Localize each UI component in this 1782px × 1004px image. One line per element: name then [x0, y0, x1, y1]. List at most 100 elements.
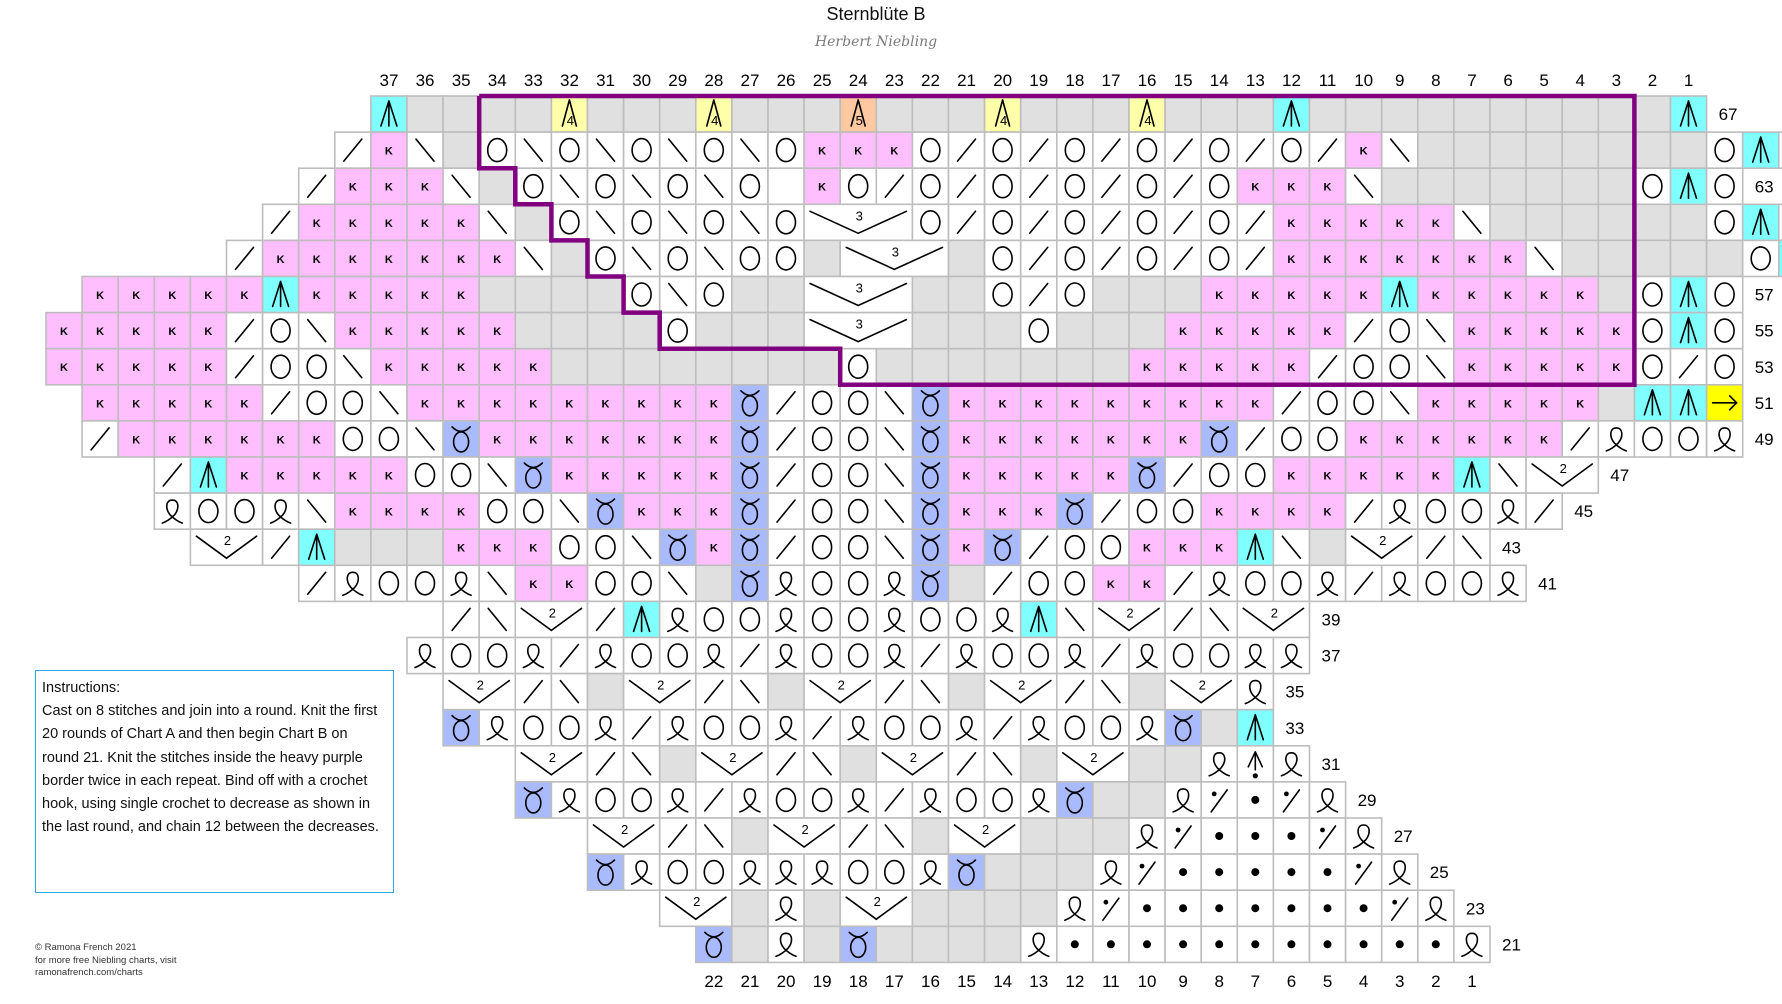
twisted-loop-icon	[775, 607, 797, 633]
knit-k-icon: K	[168, 362, 176, 374]
k2tog-cell	[983, 564, 1022, 603]
ssk-cell	[911, 672, 950, 711]
dot-decrease-icon	[1390, 897, 1409, 922]
knit-k-icon: K	[385, 218, 393, 230]
k2tog-icon	[920, 643, 941, 668]
knit-k-cell: K	[1308, 203, 1347, 242]
twisted-loop-cell	[767, 600, 805, 639]
k-mark: K	[674, 507, 682, 519]
ssk-cell	[875, 528, 914, 567]
knit-k-cell: K	[1200, 528, 1239, 567]
top-column-number: 12	[1282, 71, 1301, 90]
yarn-over-cell	[1056, 528, 1094, 567]
round-number: 43	[1502, 538, 1521, 557]
k-mark: K	[385, 290, 393, 302]
k2tog-icon	[1173, 174, 1193, 198]
dot-stitch-icon	[1431, 940, 1440, 949]
dot-stitch-icon	[1323, 940, 1332, 949]
k-mark: K	[999, 471, 1007, 483]
knit-k-icon: K	[565, 398, 573, 410]
knit-k-cell: K	[333, 492, 372, 531]
k-mark: K	[457, 543, 465, 555]
top-column-number: 25	[813, 71, 832, 90]
k-mark: K	[1540, 362, 1548, 374]
yarn-over-icon	[703, 859, 725, 885]
k2tog-icon	[1028, 174, 1049, 198]
knit-k-icon: K	[1612, 326, 1620, 338]
yarn-over-cell	[1669, 420, 1708, 458]
round-number: 39	[1322, 610, 1341, 629]
k-mark: K	[1432, 254, 1440, 266]
increase-2-cell: 2	[514, 600, 589, 639]
no-stitch-cell	[1417, 131, 1455, 170]
yarn-over-icon	[956, 607, 977, 632]
knit-k-cell: K	[370, 456, 408, 494]
knit-k-cell: K	[1092, 420, 1130, 458]
knit-k-cell: K	[81, 275, 119, 314]
twisted-loop-icon	[269, 499, 292, 524]
knit-k-icon: K	[638, 471, 646, 483]
ssk-cell	[875, 383, 914, 422]
yarn-over-icon	[703, 607, 725, 632]
yarn-over-cell	[694, 131, 733, 170]
twisted-loop-icon	[1425, 896, 1447, 922]
twisted-yarn-over-icon	[1065, 787, 1085, 814]
k-mark: K	[1287, 182, 1295, 194]
no-stitch-cell	[983, 853, 1022, 891]
k-mark: K	[421, 326, 429, 338]
k-mark: K	[710, 471, 718, 483]
central-double-decrease-icon	[1679, 316, 1698, 344]
no-stitch-cell	[586, 275, 625, 314]
top-column-number: 5	[1539, 71, 1548, 90]
k-mark: K	[1251, 290, 1259, 302]
top-column-number: 26	[777, 71, 796, 90]
chart-row-37: 37	[406, 636, 1340, 675]
k2tog-icon	[992, 715, 1013, 740]
knit-k-cell: K	[297, 420, 336, 458]
no-stitch-cell	[1056, 95, 1094, 133]
ssk-cell	[333, 347, 372, 386]
yarn-over-cell	[370, 420, 408, 458]
knit-k-cell: K	[1308, 311, 1347, 350]
website-link[interactable]: ramonafrench.com/charts	[35, 967, 143, 978]
ssk-icon	[703, 174, 724, 198]
twisted-loop-cell	[767, 925, 805, 964]
knit-k-icon: K	[96, 326, 104, 338]
k-mark: K	[1360, 434, 1368, 446]
increase-2-icon: 2	[809, 678, 872, 704]
yarn-over-cell	[1200, 131, 1239, 170]
twisted-yarn-over-icon	[595, 498, 616, 525]
k-mark: K	[565, 434, 573, 446]
k-mark: K	[1360, 218, 1368, 230]
central-double-decrease-icon	[1679, 388, 1698, 416]
k-mark: K	[1287, 507, 1295, 519]
yarn-over-icon	[1714, 137, 1735, 163]
ssk-icon	[703, 246, 724, 271]
yarn-over-icon	[847, 173, 869, 199]
svg-text:2: 2	[1560, 461, 1567, 476]
knit-k-icon: K	[1035, 507, 1043, 519]
no-stitch-cell	[1128, 275, 1166, 314]
top-column-number: 15	[1174, 71, 1193, 90]
knit-k-icon: K	[1179, 543, 1187, 555]
k2tog-icon	[992, 571, 1013, 596]
no-stitch-cell	[1597, 275, 1636, 314]
twisted-loop-cell	[1128, 708, 1166, 747]
knit-k-cell: K	[406, 203, 444, 242]
ssk-icon	[523, 138, 544, 162]
yarn-over-icon	[811, 570, 833, 596]
yarn-over-icon	[306, 354, 328, 380]
k-mark: K	[241, 290, 249, 302]
knit-k-cell: K	[189, 347, 228, 386]
yarn-over-cell	[586, 564, 625, 603]
ssk-icon	[487, 210, 508, 235]
yarn-over-icon	[920, 137, 941, 163]
no-stitch-cell	[1200, 95, 1239, 133]
k2tog-cell	[1236, 239, 1275, 278]
twisted-loop-cell	[875, 564, 914, 603]
twisted-yarn-over-cell	[1200, 420, 1239, 458]
knit-k-icon: K	[96, 362, 104, 374]
